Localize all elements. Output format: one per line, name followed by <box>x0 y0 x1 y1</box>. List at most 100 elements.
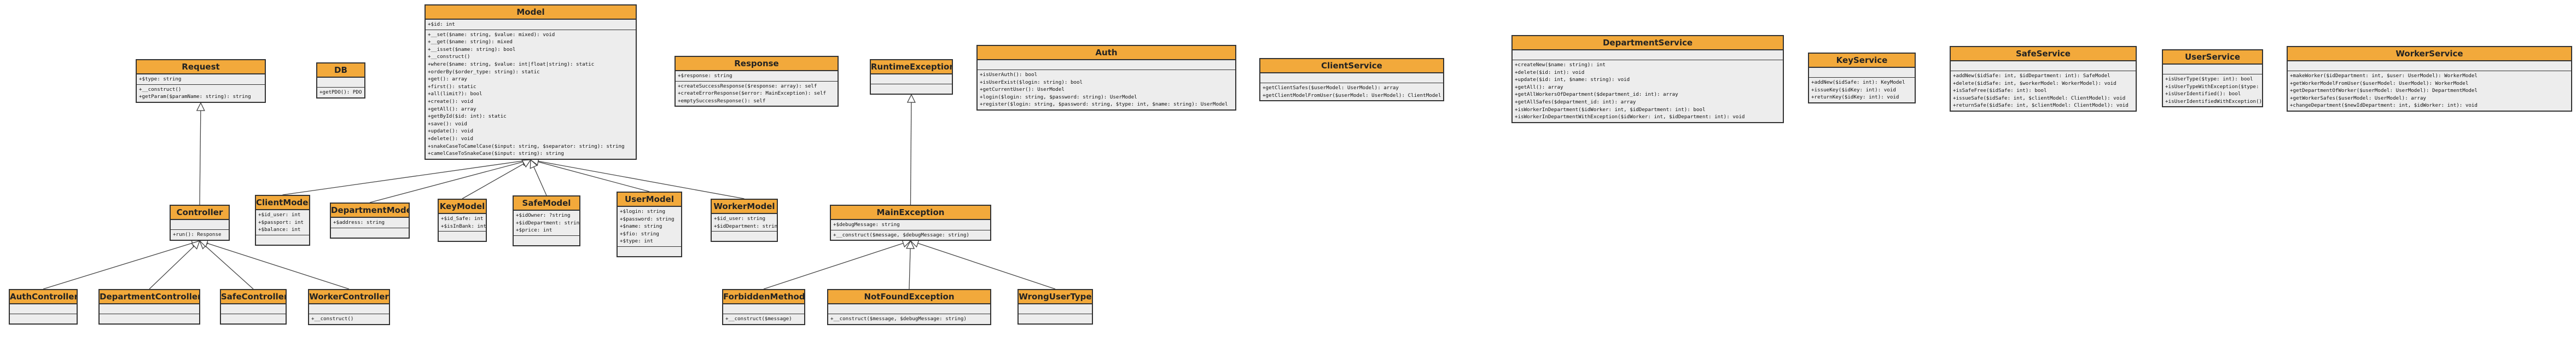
methods-section <box>871 84 952 94</box>
class-main-exception[interactable]: MainException+$debugMessage: string+__co… <box>830 205 991 241</box>
method-line: +isUserType($type: int): bool <box>2165 76 2253 82</box>
class-department-model[interactable]: DepartmentModel+$address: string <box>330 203 410 239</box>
fields-section <box>2288 61 2571 71</box>
class-safe-controller[interactable]: SafeController <box>220 289 287 325</box>
fields-section <box>317 78 364 87</box>
method-line: +createSuccessResponse($response: array)… <box>678 83 817 89</box>
class-not-found-exception[interactable]: NotFoundException+__construct($message, … <box>827 289 991 325</box>
fields-section <box>1260 73 1443 83</box>
field-line: +$price: int <box>516 227 553 234</box>
edge-key-model-to-model <box>462 163 525 199</box>
field-line: +$password: string <box>620 216 674 222</box>
inheritance-arrowhead <box>196 102 205 111</box>
fields-section <box>1809 68 1915 77</box>
fields-section: +$idOwner: ?string+$idDepartment: string… <box>514 211 579 235</box>
class-controller[interactable]: Controller +run(): Response <box>170 205 230 241</box>
class-auth[interactable]: Auth+isUserAuth(): bool+isUserExist($log… <box>976 45 1236 111</box>
edge-user-model-to-model <box>538 161 650 192</box>
methods-section: +__construct()+getParam($paramName: stri… <box>137 84 265 102</box>
methods-section: +__construct($message, $debugMessage: st… <box>831 229 990 240</box>
field-line: +$idDepartment: string <box>516 219 579 226</box>
class-user-model[interactable]: UserModel+$login: string+$password: stri… <box>617 192 682 257</box>
methods-section <box>221 314 286 323</box>
class-worker-model[interactable]: WorkerModel+$id_user: string+$idDepartme… <box>711 199 778 242</box>
method-line: +getAll(): array <box>1515 84 1563 90</box>
methods-section <box>712 231 777 241</box>
method-line: +orderBy($order_type: string): static <box>428 68 540 75</box>
methods-section <box>256 234 309 245</box>
method-line: +addNew($idSafe: int): KeyModel <box>1811 79 1905 85</box>
method-line: +isUserTypeWithException($type: int): vo… <box>2165 83 2262 90</box>
method-line: +isUserAuth(): bool <box>980 72 1038 78</box>
method-line: +issueSafe($idSafe: int, $clientModel: C… <box>1953 95 2126 101</box>
edge-forbidden-method-to-main-exception <box>763 242 904 290</box>
field-line: +$type: string <box>139 76 182 82</box>
method-line: +__construct() <box>311 316 354 322</box>
class-key-service[interactable]: KeyService+addNew($idSafe: int): KeyMode… <box>1808 53 1916 103</box>
method-line: +all(limit?): bool <box>428 91 482 97</box>
fields-section: +$id_user: string+$idDepartment: string <box>712 214 777 231</box>
method-line: +addNew($idSafe: int, $idDepartment: int… <box>1953 73 2110 79</box>
class-name: Model <box>426 5 636 20</box>
class-response[interactable]: Response+$response: string+createSuccess… <box>674 56 839 107</box>
fields-section <box>309 304 389 314</box>
class-name: AuthController <box>10 290 77 304</box>
class-forbidden-method[interactable]: ForbiddenMethod+__construct($message) <box>722 289 805 325</box>
method-line: +delete($id: int): void <box>1515 69 1585 76</box>
edge-safe-controller-to-controller <box>205 245 254 290</box>
methods-section: +getClientSafes($userModel: UserModel): … <box>1260 83 1443 100</box>
class-model[interactable]: Model+$id: int+__set($name: string, $val… <box>425 4 637 160</box>
edge-department-model-to-model <box>369 161 524 203</box>
class-name: Response <box>676 57 838 71</box>
methods-section <box>618 246 681 256</box>
methods-section: +__construct() <box>309 314 389 324</box>
methods-section: +addNew($idSafe: int): KeyModel+issueKey… <box>1809 77 1915 102</box>
method-line: +delete(): void <box>428 135 473 142</box>
methods-section <box>514 235 579 245</box>
class-safe-service[interactable]: SafeService+addNew($idSafe: int, $idDepa… <box>1950 46 2137 112</box>
edge-worker-controller-to-controller <box>207 242 350 290</box>
class-name: WorkerController <box>309 290 389 304</box>
class-runtime-exception[interactable]: RuntimeException <box>870 59 953 95</box>
field-line: +$id_user: string <box>714 216 766 222</box>
methods-section: +run(): Response <box>171 229 229 240</box>
fields-section <box>978 60 1235 70</box>
method-line: +getClientSafes($userModel: UserModel): … <box>1263 85 1399 91</box>
fields-section <box>221 304 286 314</box>
class-safe-model[interactable]: SafeModel+$idOwner: ?string+$idDepartmen… <box>513 195 580 246</box>
fields-section: +$type: string <box>137 74 265 84</box>
class-user-service[interactable]: UserService+isUserType($type: int): bool… <box>2162 49 2263 108</box>
class-name: Request <box>137 60 265 74</box>
field-line: +$address: string <box>333 219 385 226</box>
method-line: +__get($name: string): mixed <box>428 39 513 45</box>
method-line: +getAllSafes($department_id: int): array <box>1515 99 1636 105</box>
method-line: +update(): void <box>428 128 473 135</box>
class-auth-controller[interactable]: AuthController <box>9 289 78 325</box>
edge-not-found-exception-to-main-exception <box>909 248 911 290</box>
field-line: +$name: string <box>620 223 662 230</box>
edge-auth-controller-to-controller <box>43 242 193 290</box>
method-line: +camelCaseToSnakeCase($input: string): s… <box>428 151 564 157</box>
class-department-service[interactable]: DepartmentService+createNew($name: strin… <box>1511 35 1784 123</box>
class-client-model[interactable]: ClientModel+$id_user: int+$passport: int… <box>255 195 310 246</box>
fields-section <box>1019 304 1092 314</box>
class-name: Controller <box>171 206 229 220</box>
fields-section <box>1951 61 2136 71</box>
class-wrong-user-type[interactable]: WrongUserType <box>1017 289 1093 325</box>
class-name: WorkerModel <box>712 200 777 214</box>
methods-section: +__construct($message, $debugMessage: st… <box>828 314 990 324</box>
class-db[interactable]: DB+getPDO(): PDO <box>316 62 365 99</box>
inheritance-arrowhead <box>906 94 916 103</box>
field-line: +$idOwner: ?string <box>516 212 571 218</box>
methods-section <box>100 314 199 323</box>
class-client-service[interactable]: ClientService+getClientSafes($userModel:… <box>1259 58 1444 102</box>
class-name: KeyModel <box>439 200 486 214</box>
class-worker-controller[interactable]: WorkerController +__construct() <box>308 289 390 325</box>
method-line: +first(): static <box>428 83 476 90</box>
class-department-controller[interactable]: DepartmentController <box>98 289 200 325</box>
field-line: +$idDepartment: string <box>714 223 777 229</box>
class-request[interactable]: Request +$type: string +__construct()+getP… <box>136 59 266 103</box>
class-key-model[interactable]: KeyModel+$id_Safe: int+$isInBank: int <box>438 199 487 242</box>
methods-section <box>439 231 486 241</box>
class-worker-service[interactable]: WorkerService+makeWorker($idDepartment: … <box>2287 46 2572 112</box>
